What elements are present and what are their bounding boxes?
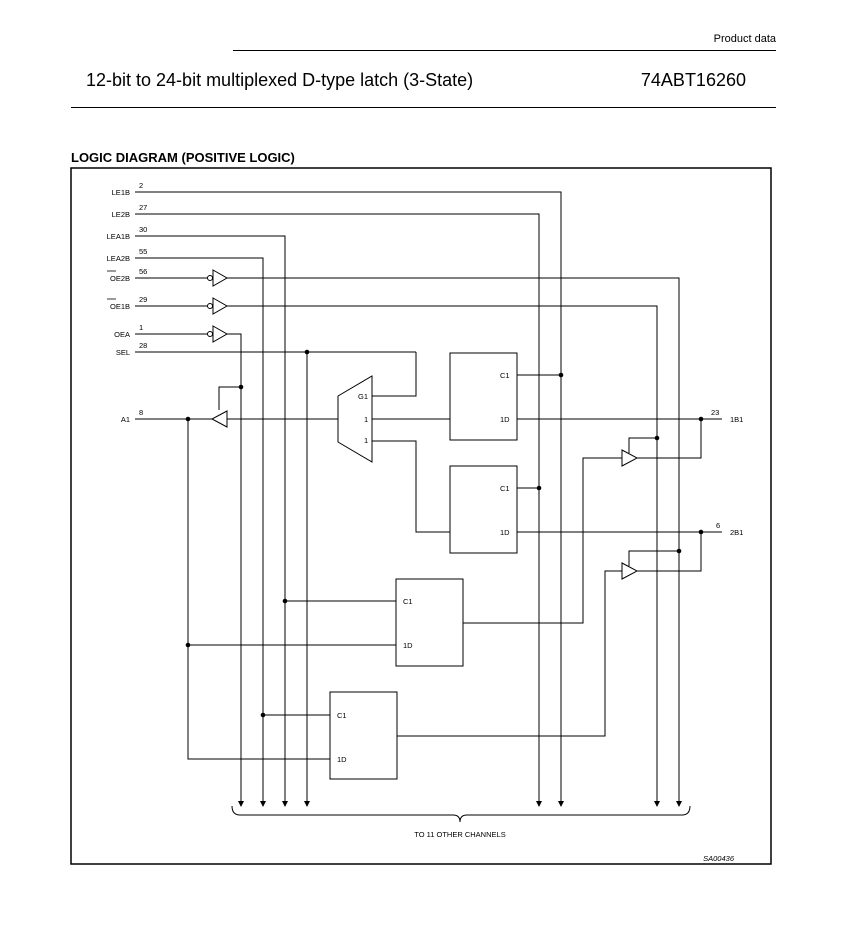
le2b-label: LE2B [112, 210, 130, 219]
section-title: LOGIC DIAGRAM (POSITIVE LOGIC) [71, 150, 295, 165]
le2b-pin: 27 [139, 203, 147, 212]
oe1b-wire [135, 305, 660, 807]
oe2b-wire [135, 277, 682, 807]
oe2b-inverter [207, 269, 229, 287]
le1b-label: LE1B [112, 188, 130, 197]
lea2b-wire [135, 257, 266, 807]
sel-label: SEL [116, 348, 130, 357]
mux-in1-label: 1 [364, 415, 368, 424]
latch-3-data-label: 1D [403, 641, 413, 650]
b1-1-buffer [621, 449, 639, 467]
oe1b-pin: 29 [139, 295, 147, 304]
lea1b-wire [135, 235, 288, 807]
b1-1-pin: 23 [711, 408, 719, 417]
latch-2-data-label: 1D [500, 528, 510, 537]
b2-1-label: 2B1 [730, 528, 743, 537]
header-bottom-rule [71, 107, 776, 108]
sel-pin: 28 [139, 341, 147, 350]
oea-pin: 1 [139, 323, 143, 332]
oea-inverter [207, 325, 229, 343]
oe1b-label: OE1B [110, 302, 130, 311]
junction-dots [185, 349, 704, 718]
part-number: 74ABT16260 [640, 70, 746, 90]
a1-pin: 8 [139, 408, 143, 417]
latch-2: C1 1D [449, 465, 518, 554]
mux-in2-label: 1 [364, 436, 368, 445]
b1-1-wire [463, 418, 722, 624]
latch-2-clock-label: C1 [500, 484, 510, 493]
oea-wire [135, 333, 244, 807]
le1b-pin: 2 [139, 181, 143, 190]
a1-label: A1 [121, 415, 130, 424]
sel-wire [135, 351, 417, 807]
figure-code: SA00436 [703, 854, 735, 863]
oe2b-label: OE2B [110, 274, 130, 283]
multiplexer: G1 1 1 [337, 375, 373, 463]
a1-output-buffer [210, 410, 228, 428]
latch-3-clock-label: C1 [403, 597, 413, 606]
lea2b-pin: 55 [139, 247, 147, 256]
oea-label: OEA [114, 330, 130, 339]
header-top-rule [233, 50, 776, 51]
b2-1-pin: 6 [716, 521, 720, 530]
page-title: 12-bit to 24-bit multiplexed D-type latc… [86, 70, 474, 90]
latch-1-data-label: 1D [500, 415, 510, 424]
oe1b-inverter [207, 297, 229, 315]
lea2b-label: LEA2B [107, 254, 130, 263]
latch-3: C1 1D [395, 578, 464, 667]
le1b-wire [135, 191, 564, 807]
document-label: Product data [713, 33, 776, 45]
lea1b-label: LEA1B [107, 232, 130, 241]
latch-1: C1 1D [449, 352, 518, 441]
b2-1-wire [397, 531, 722, 737]
b1-1-label: 1B1 [730, 415, 743, 424]
channels-note: TO 11 OTHER CHANNELS [414, 830, 505, 839]
oe2b-pin: 56 [139, 267, 147, 276]
latch-4-data-label: 1D [337, 755, 347, 764]
mux-to-latch2-wire [372, 440, 450, 533]
diagram-frame [70, 167, 772, 865]
latch-1-clock-label: C1 [500, 371, 510, 380]
latch-4-clock-label: C1 [337, 711, 347, 720]
le2b-wire [135, 213, 542, 807]
latch-4: C1 1D [329, 691, 398, 780]
b2-1-buffer [621, 562, 639, 580]
channels-brace [231, 805, 691, 823]
lea1b-pin: 30 [139, 225, 147, 234]
mux-g1-label: G1 [358, 392, 368, 401]
